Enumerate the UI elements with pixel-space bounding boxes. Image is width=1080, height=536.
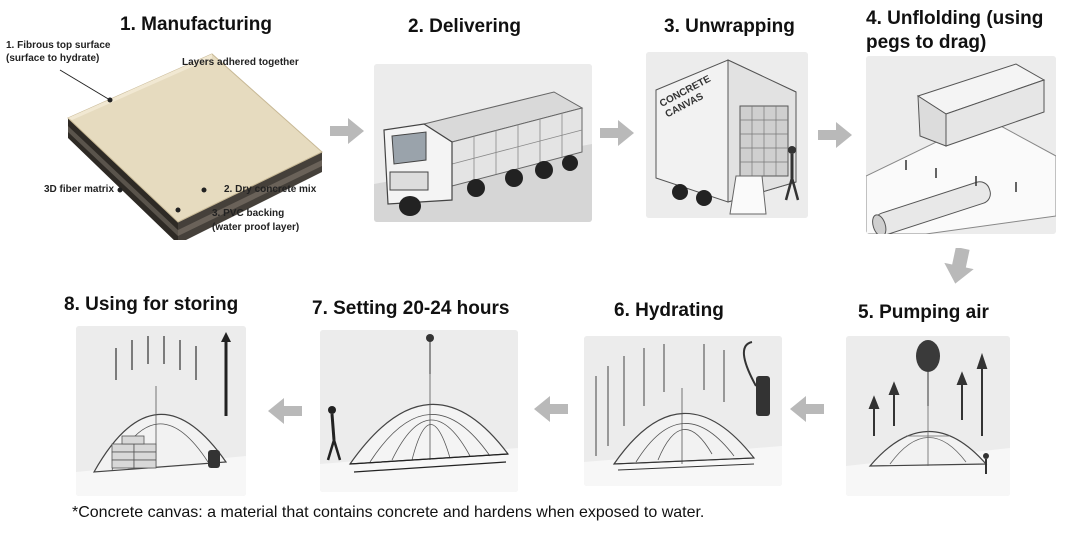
arrow-3-to-4 [818, 122, 852, 148]
step-5-title: 5. Pumping air [858, 302, 989, 323]
step-3-title: 3. Unwrapping [664, 16, 795, 37]
setting-illustration [320, 330, 518, 492]
step-4-title-line2: pegs to drag) [866, 32, 987, 53]
label-pvc-line1: 3. PVC backing [212, 208, 285, 219]
step-4-title-line1: 4. Unflolding (using [866, 8, 1044, 29]
label-top-surface-line1: 1. Fibrous top surface [6, 40, 111, 51]
label-dry-mix: 2. Dry concrete mix [224, 184, 317, 195]
step-8-title: 8. Using for storing [64, 294, 239, 315]
storing-illustration [76, 326, 246, 496]
arrow-5-to-6 [790, 396, 824, 422]
step-2-title: 2. Delivering [408, 16, 521, 37]
label-top-surface-line2: (surface to hydrate) [6, 53, 100, 64]
step-7-title: 7. Setting 20-24 hours [312, 298, 510, 319]
label-layers: Layers adhered together [182, 57, 299, 68]
manufacturing-illustration [0, 40, 330, 244]
pumping-air-illustration [846, 336, 1010, 496]
hydrating-illustration [584, 336, 782, 486]
slab-top-surface [67, 53, 323, 223]
step-6-title: 6. Hydrating [614, 300, 724, 321]
arrow-6-to-7 [534, 396, 568, 422]
arrow-2-to-3 [600, 120, 634, 146]
footnote: *Concrete canvas: a material that contai… [72, 504, 705, 521]
unwrapping-illustration [646, 52, 808, 218]
delivering-illustration [374, 64, 592, 222]
step-1-title: 1. Manufacturing [120, 14, 273, 35]
arrow-7-to-8 [268, 398, 302, 424]
label-fiber: 3D fiber matrix [44, 184, 115, 195]
arrow-4-to-5 [944, 248, 974, 284]
label-pvc-line2: (water proof layer) [212, 222, 300, 233]
arrow-1-to-2 [330, 118, 364, 144]
unfolding-illustration [866, 56, 1056, 234]
